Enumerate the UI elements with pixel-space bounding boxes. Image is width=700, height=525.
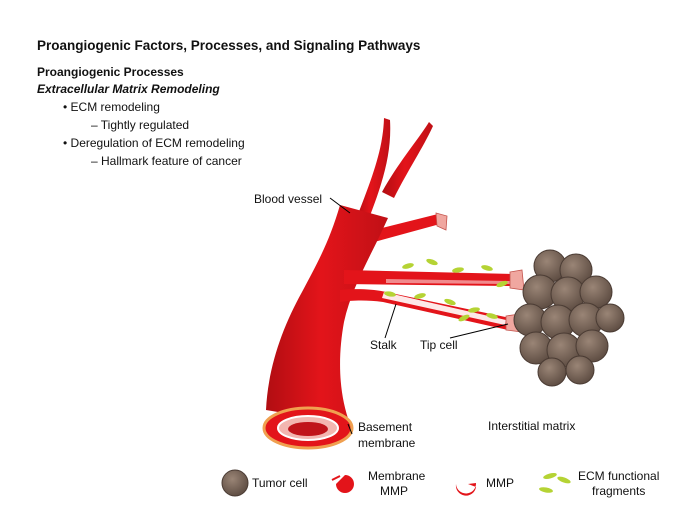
section-heading: Proangiogenic Processes: [37, 65, 184, 79]
leader-basement-membrane: [347, 423, 353, 435]
leader-tip-cell: [449, 323, 509, 339]
small-sprout-tip: [435, 212, 448, 231]
tumor-mass: [513, 249, 625, 387]
bullet-deregulation: • Deregulation of ECM remodeling: [63, 136, 245, 150]
legend-tumor-cell-icon: [221, 469, 249, 497]
vessel-branch-left: [355, 118, 391, 226]
vessel-branch-right: [382, 122, 433, 198]
bullet-ecm-remodeling: • ECM remodeling: [63, 100, 160, 114]
stalk-lumen-lower: [382, 292, 506, 325]
label-stalk: Stalk: [370, 338, 397, 352]
legend-membrane-mmp-line1: Membrane: [368, 469, 426, 483]
tip-cell-upper: [509, 269, 525, 291]
sprout-lumen-upper: [386, 279, 510, 284]
legend-ecm-line1: ECM functional: [578, 469, 660, 483]
ecm-fragments: [384, 258, 508, 322]
main-vessel: [266, 205, 388, 424]
label-membrane: membrane: [358, 436, 416, 450]
legend-ecm-line2: fragments: [592, 484, 646, 498]
stalk-branch-lower: [340, 289, 510, 330]
leader-blood-vessel: [329, 197, 351, 214]
vessel-cross-section-core: [288, 422, 328, 436]
slide-title: Proangiogenic Factors, Processes, and Si…: [37, 38, 421, 53]
label-basement: Basement: [358, 420, 413, 434]
legend-membrane-mmp-line2: MMP: [380, 484, 408, 498]
subbullet-hallmark: – Hallmark feature of cancer: [91, 154, 242, 168]
label-interstitial-matrix: Interstitial matrix: [488, 419, 576, 433]
legend-ecm-icon: [539, 472, 571, 493]
legend-mmp-label: MMP: [486, 476, 514, 490]
legend-mmp-icon: [455, 483, 477, 496]
subsection-heading: Extracellular Matrix Remodeling: [37, 82, 220, 96]
legend-membrane-mmp-icon: [331, 475, 354, 493]
subbullet-tightly-regulated: – Tightly regulated: [91, 118, 190, 132]
legend-tumor-cell-label: Tumor cell: [252, 476, 308, 490]
leader-stalk: [384, 303, 397, 339]
label-blood-vessel: Blood vessel: [254, 192, 323, 206]
label-tip-cell: Tip cell: [420, 338, 458, 352]
